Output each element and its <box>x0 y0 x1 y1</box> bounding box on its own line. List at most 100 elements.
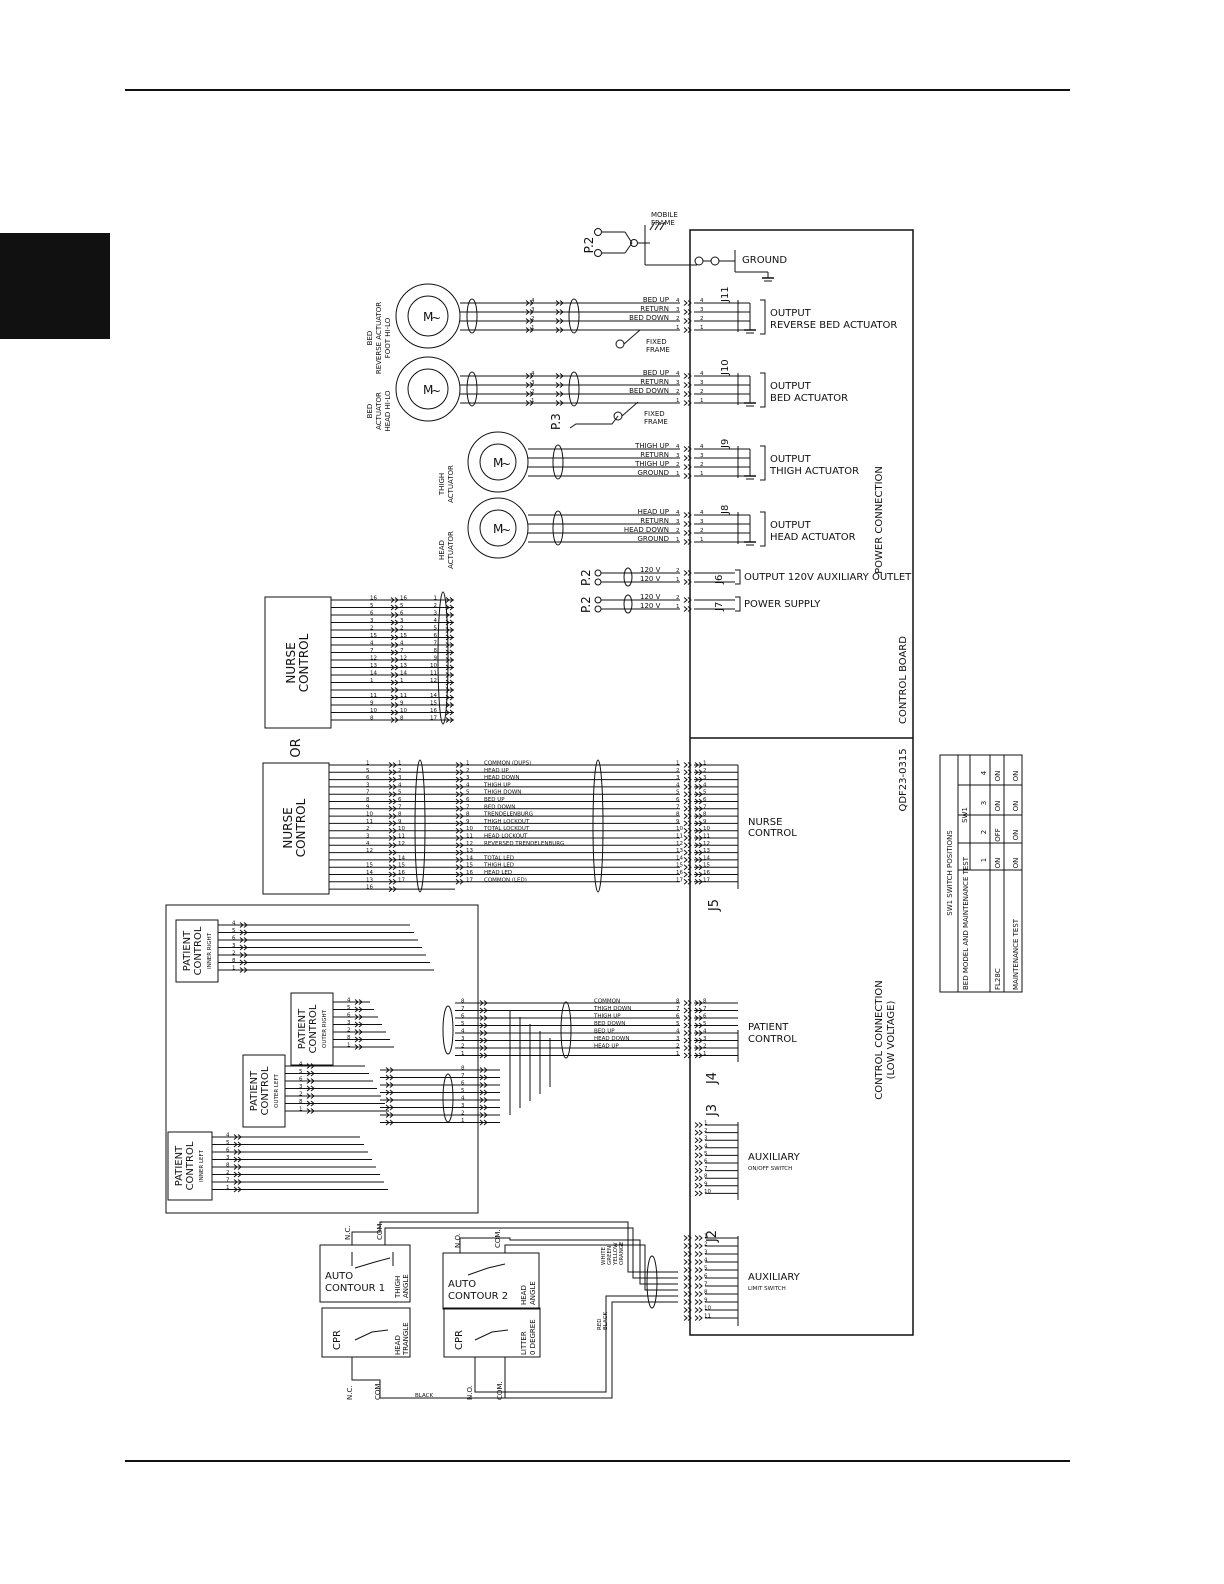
nurse-bot-jpin-10: 11 <box>703 834 710 840</box>
nurse-bot-function-0: COMMON (DUPS) <box>484 761 531 767</box>
patient-rpin-5: 3 <box>676 1036 680 1042</box>
nurse-bot-function-6: BED DOWN <box>484 804 515 810</box>
output-label-2-j10: BED ACTUATOR <box>770 393 848 404</box>
jpin-j9-2: 2 <box>700 462 704 468</box>
nurse-bot-jpin-6: 7 <box>703 804 707 810</box>
pin-function-j9-0: THIGH UP <box>634 442 669 450</box>
aux-limit-pin-7: 8 <box>704 1290 708 1296</box>
nurse-top-mpin-3: 3 <box>400 618 404 624</box>
limit-switches: N.C. COM. AUTO CONTOUR 1 THIGH ANGLE N.O… <box>319 1221 678 1400</box>
fixed-frame-1-j11: FIXED <box>646 338 667 346</box>
nurse-top-rpin-10: 11 <box>430 671 437 677</box>
pin-function-j11-2: BED DOWN <box>629 314 669 322</box>
pin-function-j9-1: RETURN <box>640 451 669 459</box>
patient-pin-inner-left-7: 1 <box>226 1185 230 1191</box>
nurse-bot-lpin-7: 10 <box>366 812 373 818</box>
power-pin-0-0: 2 <box>676 568 680 574</box>
wire-orange: ORANGE <box>619 1241 625 1265</box>
lpin-j10-0: 4 <box>531 371 535 377</box>
aux-onoff-pin-2: 3 <box>704 1136 708 1142</box>
sw1-cell-0-3: ON <box>994 771 1002 782</box>
nurse-bot-jpin-3: 4 <box>703 782 707 788</box>
p2-top-label: P.2 <box>582 237 596 254</box>
sw1-table: SW1 SWITCH POSITIONS BED MODEL AND MAINT… <box>939 754 1023 993</box>
patient-jpin-4: 4 <box>703 1029 707 1035</box>
nurse-control-j5-label-2: CONTROL <box>748 828 797 839</box>
nurse-bot-mpin-2: 3 <box>398 775 402 781</box>
patient-jpin-2: 6 <box>703 1014 707 1020</box>
sw1-num-3: 4 <box>980 770 988 775</box>
nurse-top-rpin-4: 5 <box>434 626 438 632</box>
nurse-top-lpin-4: 2 <box>370 626 374 632</box>
nurse-bot-fpin-16: 17 <box>466 877 473 883</box>
auto2-side-2: ANGLE <box>529 1281 537 1305</box>
nurse-top-mpin-11: 1 <box>400 678 404 684</box>
jpin-j11-3: 1 <box>700 325 704 331</box>
output-label-1-j9: OUTPUT <box>770 454 812 465</box>
pin-j11-0: 4 <box>676 298 680 304</box>
nurse-top-rpin-7: 8 <box>434 648 438 654</box>
motor-j11 <box>395 283 461 349</box>
patient-rpin-2: 6 <box>676 1014 680 1020</box>
jpin-j11-1: 3 <box>700 307 704 313</box>
nurse-top-lpin-8: 12 <box>370 656 377 662</box>
motor-label-j11-1: REVERSE ACTUATOR <box>375 302 383 374</box>
jpin-j8-2: 2 <box>700 528 704 534</box>
output-label-1-j11: OUTPUT <box>770 308 812 319</box>
nurse-bot-rpin-6: 7 <box>676 804 680 810</box>
nurse-bot-function-5: BED UP <box>484 797 505 803</box>
patient-pin-inner-right-4: 2 <box>232 951 236 957</box>
aux-onoff-label-2: ON/OFF SWITCH <box>748 1166 792 1172</box>
patient-mpin-4: 4 <box>461 1029 465 1035</box>
sw1-col-header: BED MODEL AND MAINTENANCE TEST <box>962 856 970 990</box>
auto1-title-1: AUTO <box>325 1271 353 1282</box>
pin-function-j10-0: BED UP <box>643 369 669 377</box>
nurse-bot-fpin-2: 3 <box>466 775 470 781</box>
cpr1-com: COM. <box>374 1381 382 1400</box>
nurse-bot-lpin-0: 1 <box>366 761 370 767</box>
aux-limit-pin-5: 6 <box>704 1274 708 1280</box>
ground-label: GROUND <box>742 255 787 266</box>
output-label-1-j8: OUTPUT <box>770 520 812 531</box>
sw1-cell-0-2: ON <box>994 801 1002 812</box>
pin-j8-1: 3 <box>676 519 680 525</box>
power-label-0: OUTPUT 120V AUXILIARY OUTLET <box>744 572 912 583</box>
pin-function-j9-3: GROUND <box>637 469 669 477</box>
nurse-bot-mpin-14: 15 <box>398 863 405 869</box>
nurse-bot-function-14: THIGH LED <box>483 863 514 869</box>
jpin-j8-3: 1 <box>700 537 704 543</box>
jack-j8: J8 <box>720 505 731 515</box>
patient-pin-inner-right-1: 5 <box>232 928 236 934</box>
output-label-2-j11: REVERSE BED ACTUATOR <box>770 320 897 331</box>
nurse-bot-rpin-0: 1 <box>676 761 680 767</box>
nurse-bot-lpin-8: 11 <box>366 819 373 825</box>
wire-green: GREEN <box>607 1246 613 1265</box>
nurse-bot-lpin-9: 2 <box>366 826 370 832</box>
patient-pin-outer-right-6: 1 <box>347 1043 351 1049</box>
patient-pin-inner-right-0: 4 <box>232 921 236 927</box>
patient-control-j4-label-2: CONTROL <box>748 1034 797 1045</box>
motor-label-j11-2: FOOT HI-LO <box>384 317 392 358</box>
motor-tilde: ~ <box>501 457 511 471</box>
nurse-top-rpin-1: 2 <box>434 603 438 609</box>
jack-j11: J11 <box>720 286 731 303</box>
nurse-bot-jpin-11: 12 <box>703 841 710 847</box>
nurse-top-lpin-3: 3 <box>370 618 374 624</box>
power-p-0: P.2 <box>579 569 593 586</box>
pin-j8-0: 4 <box>676 510 680 516</box>
power-pin-0-1: 1 <box>676 577 680 583</box>
motor-symbol: M <box>423 310 433 324</box>
patient-pin-outer-right-1: 5 <box>347 1005 351 1011</box>
nurse-top-mpin-0: 16 <box>400 596 407 602</box>
patient-title-1-outer-right: PATIENT <box>297 1008 308 1049</box>
output-label-2-j9: THIGH ACTUATOR <box>769 466 859 477</box>
nurse-bot-mpin-9: 10 <box>398 826 405 832</box>
aux-onoff-pin-4: 5 <box>704 1151 708 1157</box>
nurse-bot-rpin-5: 6 <box>676 797 680 803</box>
nurse-bot-fpin-5: 6 <box>466 797 470 803</box>
patient-pin-outer-right-4: 2 <box>347 1028 351 1034</box>
